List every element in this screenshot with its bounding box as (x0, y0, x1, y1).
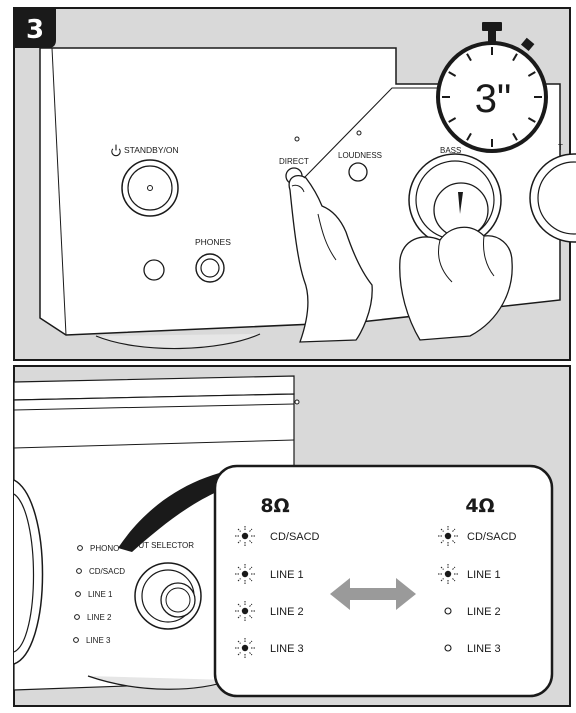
phones-left-jack (144, 260, 164, 280)
blinking-led-icon (438, 526, 458, 546)
direct-label: DIRECT (279, 157, 309, 166)
timer-label: 3" (475, 77, 511, 121)
input-label: CD/SACD (89, 567, 125, 576)
led-label: LINE 2 (270, 606, 304, 618)
phones-label: PHONES (195, 237, 231, 247)
led-label: LINE 1 (467, 569, 501, 581)
input-label: LINE 1 (88, 590, 113, 599)
top-panel: STANDBY/ON PHONES DIRECT LOUDNESS BASS T (14, 8, 576, 360)
right-title: 4Ω (465, 495, 494, 517)
loudness-button[interactable] (349, 163, 367, 181)
blinking-led-icon (235, 601, 255, 621)
blinking-led-icon (235, 526, 255, 546)
blinking-led-icon (438, 564, 458, 584)
led-label: LINE 3 (270, 643, 304, 655)
front-indicator (295, 400, 299, 404)
input-selector-label: INPUT SELECTOR (125, 541, 194, 550)
led-label: LINE 3 (467, 643, 501, 655)
off-led-icon (445, 608, 451, 614)
direct-indicator (295, 137, 299, 141)
loudness-indicator (357, 131, 361, 135)
step-number: 3 (26, 15, 44, 45)
blinking-led-icon (235, 564, 255, 584)
led-label: LINE 2 (467, 606, 501, 618)
input-label: LINE 2 (87, 613, 112, 622)
treble-label: T (558, 143, 563, 152)
phones-jack[interactable] (196, 254, 224, 282)
led-label: CD/SACD (467, 531, 517, 543)
left-title: 8Ω (260, 495, 289, 517)
loudness-label: LOUDNESS (338, 151, 382, 160)
standby-button[interactable] (122, 160, 178, 216)
bottom-panel: PHONO CD/SACD LINE 1 LINE 2 LINE 3 INPUT… (14, 366, 570, 706)
input-label: LINE 3 (86, 636, 111, 645)
input-label: PHONO (90, 544, 119, 553)
input-selector-knob[interactable] (135, 563, 201, 629)
standby-label: STANDBY/ON (124, 145, 179, 155)
off-led-icon (445, 645, 451, 651)
blinking-led-icon (235, 638, 255, 658)
led-label: CD/SACD (270, 531, 320, 543)
led-label: LINE 1 (270, 569, 304, 581)
